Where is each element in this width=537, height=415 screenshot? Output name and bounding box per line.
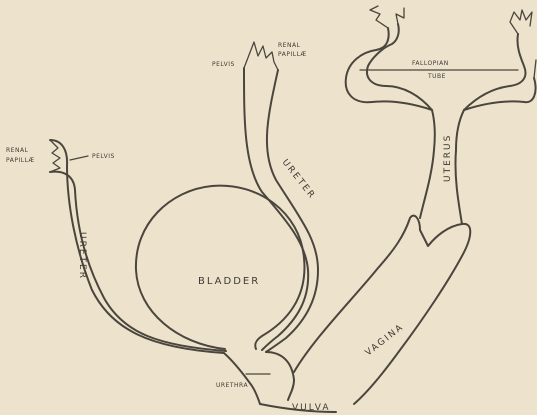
fallopian-tube-line2: TUBE (427, 73, 446, 80)
bladder-label: BLADDER (198, 276, 260, 287)
renal-papillae-left-line1: RENAL (6, 147, 29, 154)
uterus-label: UTERUS (443, 134, 453, 182)
renal-papillae-right-line2: PAPILLÆ (278, 51, 307, 58)
renal-papillae-left-line2: PAPILLÆ (6, 157, 35, 164)
pelvis-right-label: PELVIS (212, 61, 235, 68)
urethra-label: URETHRA (216, 382, 248, 389)
fallopian-tube-line1: FALLOPIAN (412, 60, 449, 67)
ureter-left-label: URETER (77, 232, 87, 280)
pelvis-left-label: PELVIS (92, 153, 115, 160)
vulva-label: VULVA (292, 403, 331, 413)
renal-papillae-right-line1: RENAL (278, 42, 301, 49)
